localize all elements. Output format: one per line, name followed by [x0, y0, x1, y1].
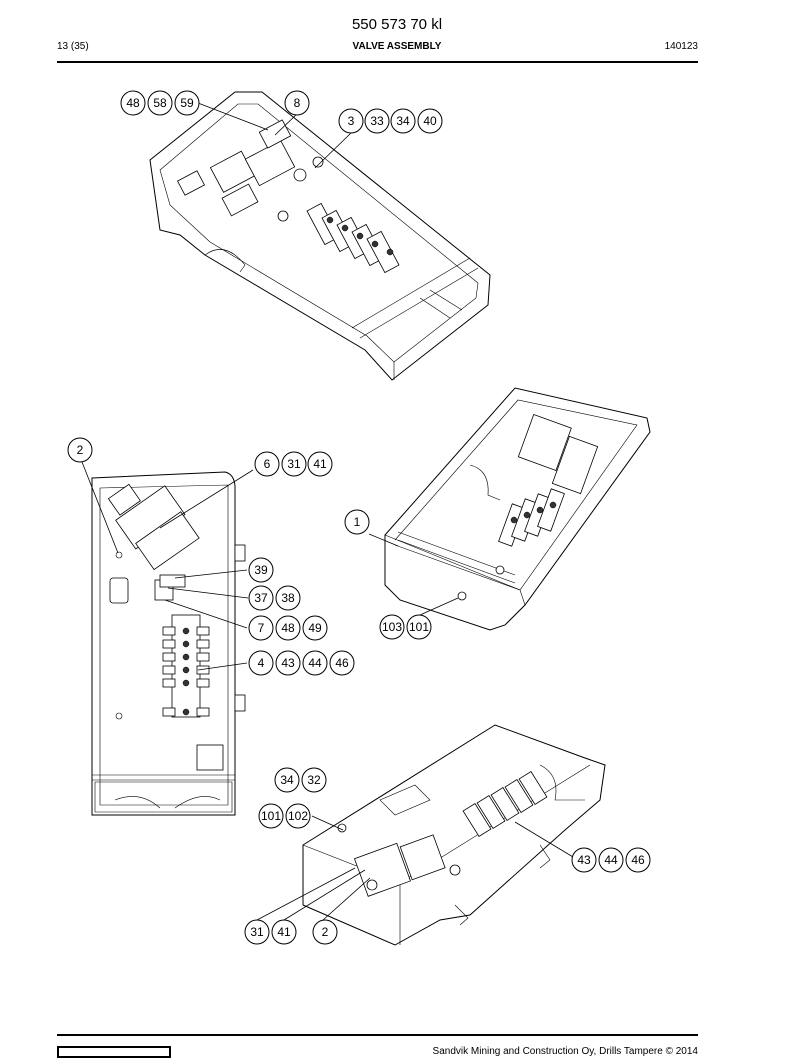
callout-58: 58 — [147, 90, 173, 116]
svg-text:34: 34 — [280, 773, 294, 787]
callout-102: 102 — [285, 803, 311, 829]
callout-40: 40 — [417, 108, 443, 134]
callout-6: 6 — [254, 451, 280, 477]
view-4-isometric-frame — [302, 724, 606, 946]
callout-2b: 2 — [312, 919, 338, 945]
callout-48: 48 — [120, 90, 146, 116]
svg-text:4: 4 — [258, 656, 265, 670]
callout-41: 41 — [307, 451, 333, 477]
view-1-leaders — [197, 102, 352, 169]
callout-44b: 44 — [598, 847, 624, 873]
svg-text:43: 43 — [577, 853, 591, 867]
copyright-text: Sandvik Mining and Construction Oy, Dril… — [432, 1046, 698, 1057]
callout-46b: 46 — [625, 847, 651, 873]
company-logo — [57, 1046, 171, 1058]
svg-text:40: 40 — [423, 114, 437, 128]
svg-text:6: 6 — [264, 457, 271, 471]
svg-text:7: 7 — [258, 621, 265, 635]
svg-text:44: 44 — [308, 656, 322, 670]
svg-text:46: 46 — [631, 853, 645, 867]
callout-103: 103 — [379, 614, 405, 640]
callout-7: 7 — [248, 615, 274, 641]
svg-text:31: 31 — [287, 457, 301, 471]
svg-text:3: 3 — [348, 114, 355, 128]
callout-48b: 48 — [275, 615, 301, 641]
svg-text:1: 1 — [354, 515, 361, 529]
svg-text:8: 8 — [294, 96, 301, 110]
callout-38: 38 — [275, 585, 301, 611]
svg-text:37: 37 — [254, 591, 268, 605]
svg-text:41: 41 — [313, 457, 327, 471]
svg-text:32: 32 — [307, 773, 321, 787]
view-1-isometric-frame — [149, 91, 491, 381]
callout-34b: 34 — [274, 767, 300, 793]
callout-34: 34 — [390, 108, 416, 134]
callout-31: 31 — [281, 451, 307, 477]
svg-text:33: 33 — [370, 114, 384, 128]
view-2-leaders — [81, 461, 254, 671]
svg-text:2: 2 — [322, 925, 329, 939]
svg-text:41: 41 — [277, 925, 291, 939]
svg-text:58: 58 — [153, 96, 167, 110]
svg-text:103: 103 — [382, 620, 402, 634]
svg-text:34: 34 — [396, 114, 410, 128]
callout-43b: 43 — [571, 847, 597, 873]
header-rule — [57, 61, 698, 63]
callout-8: 8 — [284, 90, 310, 116]
callout-39: 39 — [248, 557, 274, 583]
page-title: VALVE ASSEMBLY — [352, 41, 442, 52]
callout-41b: 41 — [271, 919, 297, 945]
callout-3: 3 — [338, 108, 364, 134]
footer-rule — [57, 1034, 698, 1036]
callout-101b: 101 — [258, 803, 284, 829]
callout-49: 49 — [302, 615, 328, 641]
page-number: 13 (35) — [57, 41, 89, 52]
view-1-valve-bank — [306, 202, 400, 274]
view-4-leaders — [256, 815, 579, 921]
svg-text:44: 44 — [604, 853, 618, 867]
callout-46: 46 — [329, 650, 355, 676]
document-number: 550 573 70 kl — [351, 16, 443, 33]
view-3-isometric-frame — [384, 387, 651, 631]
callout-1: 1 — [344, 509, 370, 535]
view-4-valve-bank — [462, 771, 548, 837]
callout-33: 33 — [364, 108, 390, 134]
callout-2: 2 — [67, 437, 93, 463]
svg-text:59: 59 — [180, 96, 194, 110]
svg-text:48: 48 — [126, 96, 140, 110]
svg-text:49: 49 — [308, 621, 322, 635]
svg-text:2: 2 — [77, 443, 84, 457]
callout-59: 59 — [174, 90, 200, 116]
svg-text:31: 31 — [250, 925, 264, 939]
callout-43: 43 — [275, 650, 301, 676]
svg-text:39: 39 — [254, 563, 268, 577]
callout-31b: 31 — [244, 919, 270, 945]
svg-text:46: 46 — [335, 656, 349, 670]
callout-44: 44 — [302, 650, 328, 676]
svg-text:43: 43 — [281, 656, 295, 670]
svg-text:101: 101 — [409, 620, 429, 634]
callout-101: 101 — [406, 614, 432, 640]
svg-text:102: 102 — [288, 809, 308, 823]
callout-37: 37 — [248, 585, 274, 611]
view-3-leaders — [368, 533, 459, 616]
view-2-valve-bank — [162, 614, 210, 718]
svg-text:48: 48 — [281, 621, 295, 635]
view-2-plan-frame — [91, 471, 246, 816]
document-date: 140123 — [664, 41, 698, 52]
view-3-valve-stack — [498, 413, 599, 547]
callout-32: 32 — [301, 767, 327, 793]
svg-text:38: 38 — [281, 591, 295, 605]
callout-4: 4 — [248, 650, 274, 676]
svg-text:101: 101 — [261, 809, 281, 823]
